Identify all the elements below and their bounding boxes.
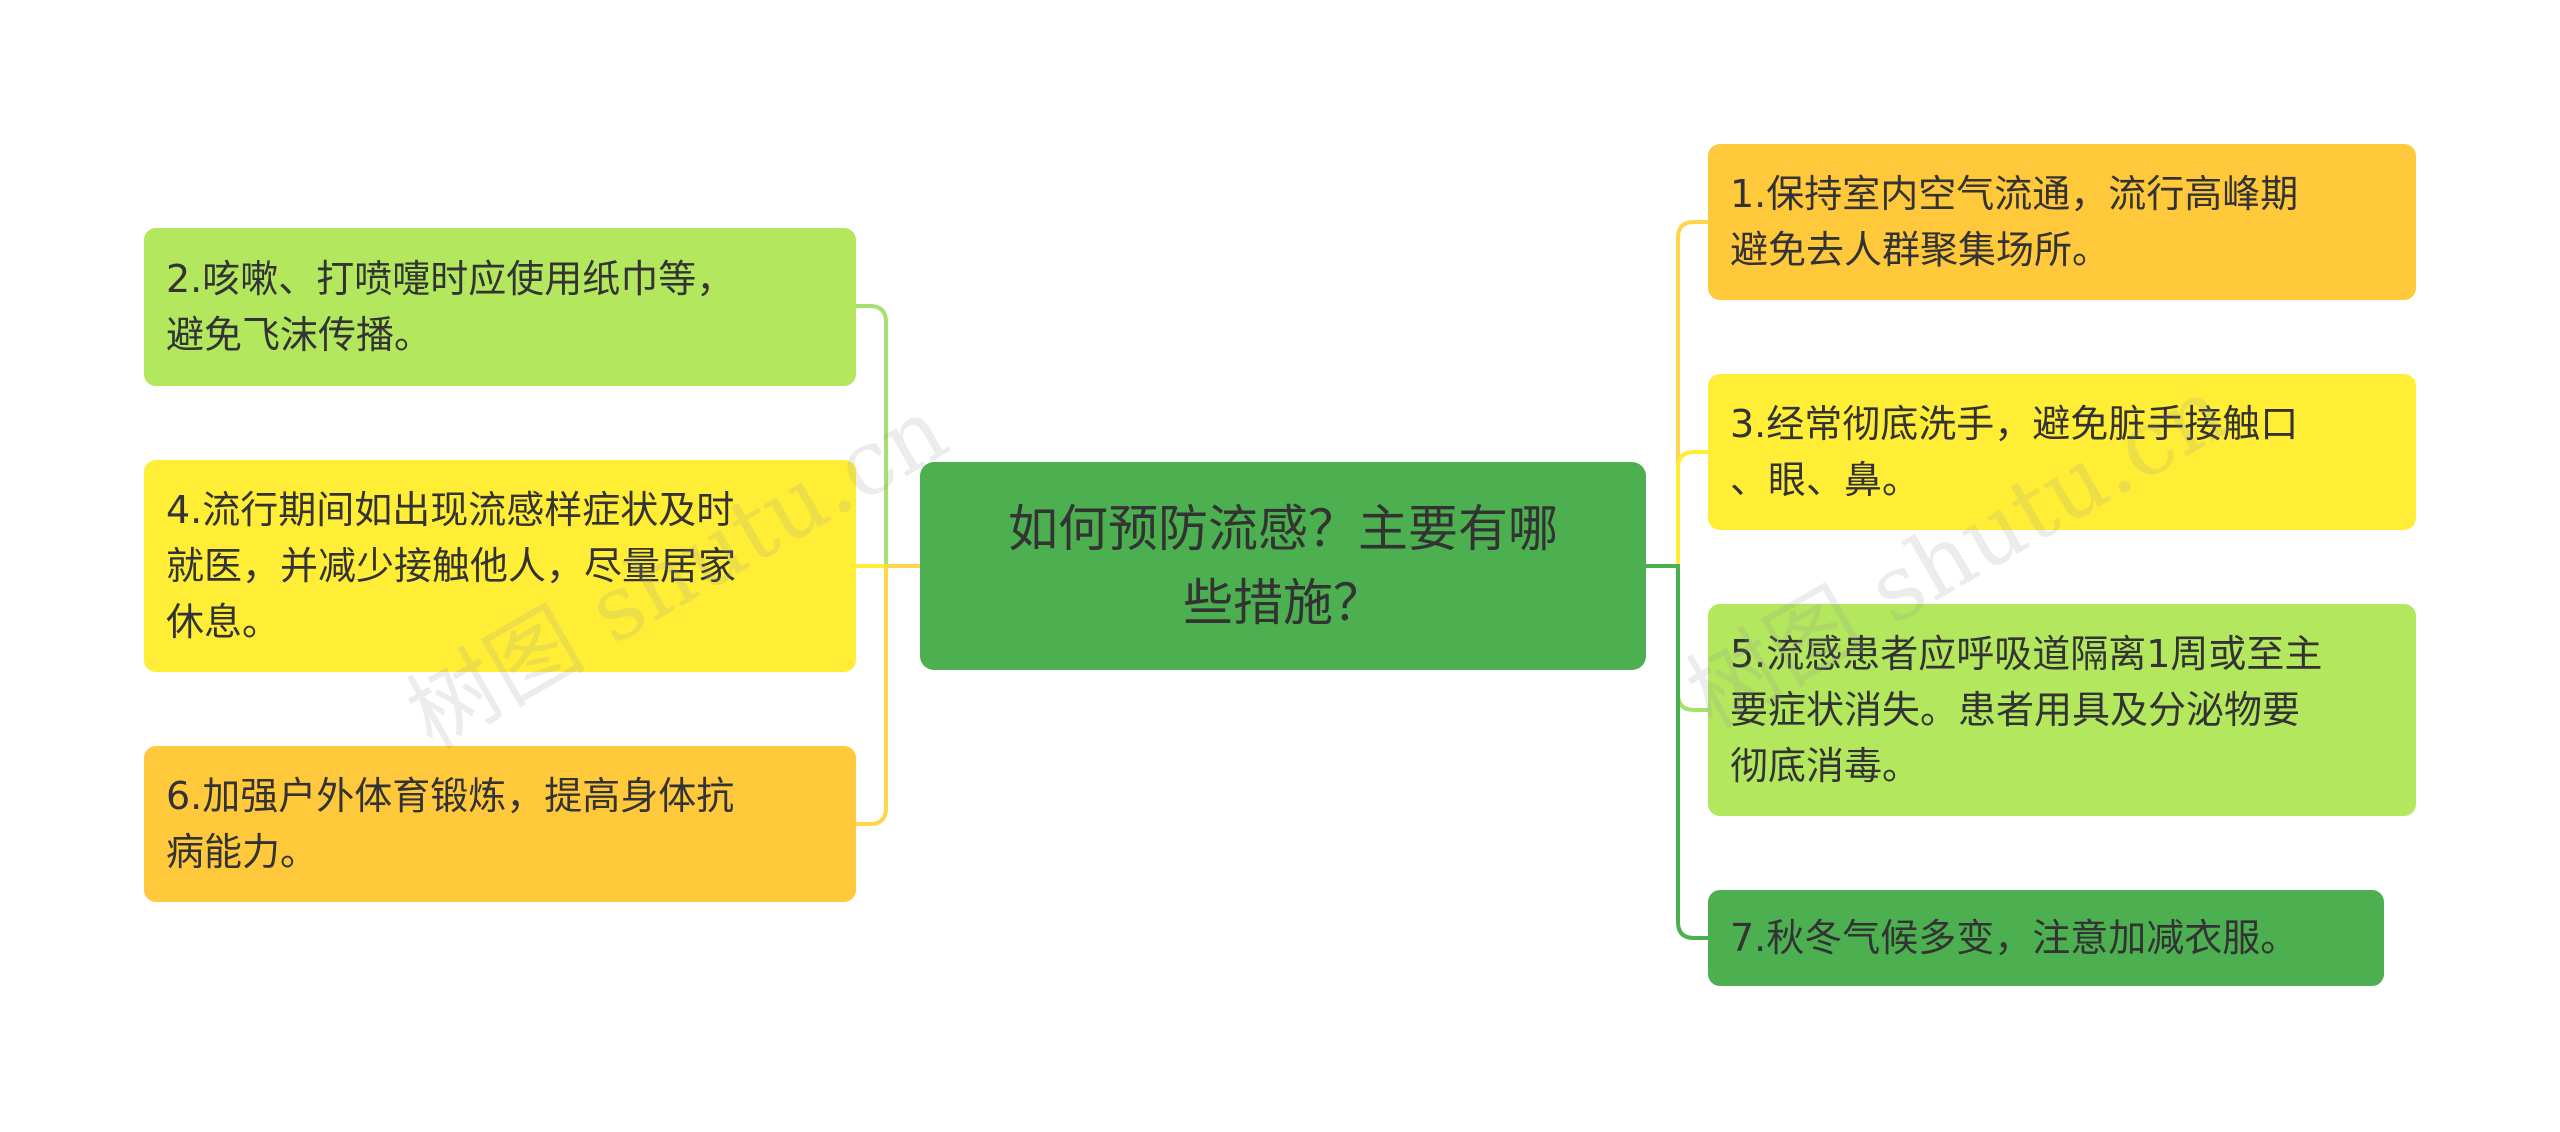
topic-4-label: 4.流行期间如出现流感样症状及时 就医，并减少接触他人，尽量居家 休息。	[166, 488, 737, 644]
topic-1-label: 1.保持室内空气流通，流行高峰期 避免去人群聚集场所。	[1730, 172, 2299, 272]
link-right-7	[1646, 564, 1708, 940]
link-left-2	[856, 304, 920, 568]
topic-5-label: 5.流感患者应呼吸道隔离1周或至主 要症状消失。患者用具及分泌物要 彻底消毒。	[1730, 632, 2323, 788]
topic-7-clothing[interactable]: 7.秋冬气候多变，注意加减衣服。	[1708, 890, 2384, 986]
topic-2-cough-etiquette[interactable]: 2.咳嗽、打喷嚏时应使用纸巾等， 避免飞沫传播。	[144, 228, 856, 386]
link-right-3	[1646, 450, 1708, 568]
topic-3-handwashing[interactable]: 3.经常彻底洗手，避免脏手接触口 、眼、鼻。	[1708, 374, 2416, 530]
topic-1-ventilation[interactable]: 1.保持室内空气流通，流行高峰期 避免去人群聚集场所。	[1708, 144, 2416, 300]
link-right-1	[1646, 220, 1708, 568]
topic-6-label: 6.加强户外体育锻炼，提高身体抗 病能力。	[166, 774, 735, 874]
topic-3-label: 3.经常彻底洗手，避免脏手接触口 、眼、鼻。	[1730, 402, 2299, 502]
topic-5-isolation[interactable]: 5.流感患者应呼吸道隔离1周或至主 要症状消失。患者用具及分泌物要 彻底消毒。	[1708, 604, 2416, 816]
link-left-6	[856, 564, 920, 826]
topic-2-label: 2.咳嗽、打喷嚏时应使用纸巾等， 避免飞沫传播。	[166, 257, 735, 357]
topic-6-exercise[interactable]: 6.加强户外体育锻炼，提高身体抗 病能力。	[144, 746, 856, 902]
topic-7-label: 7.秋冬气候多变，注意加减衣服。	[1730, 916, 2299, 960]
root-topic-label: 如何预防流感？主要有哪 些措施？	[1008, 500, 1558, 632]
root-topic[interactable]: 如何预防流感？主要有哪 些措施？	[920, 462, 1646, 670]
topic-4-seek-care[interactable]: 4.流行期间如出现流感样症状及时 就医，并减少接触他人，尽量居家 休息。	[144, 460, 856, 672]
